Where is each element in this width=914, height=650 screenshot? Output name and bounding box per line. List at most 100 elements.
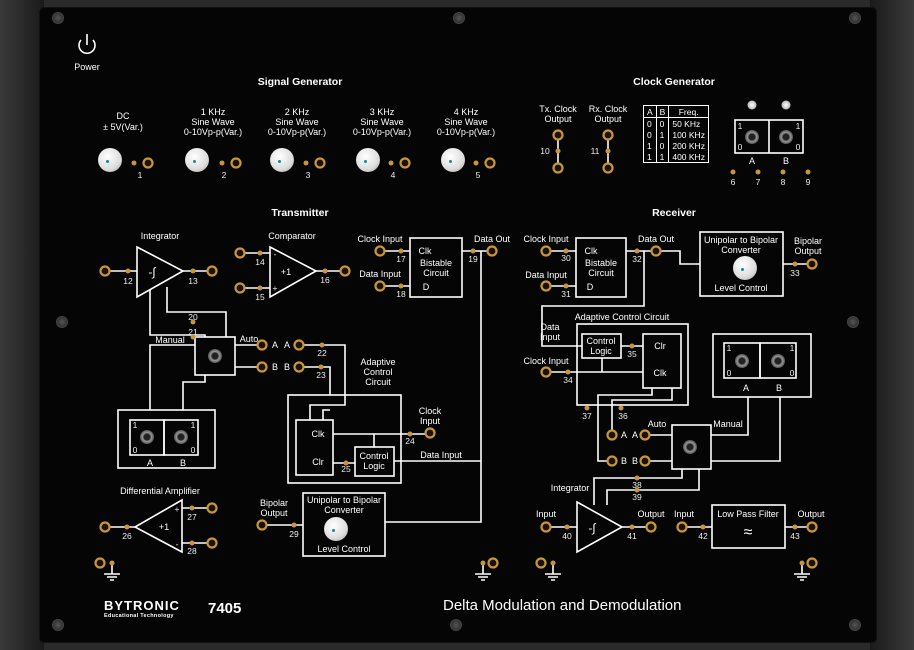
socket[interactable] [230, 157, 242, 169]
socket[interactable] [293, 339, 305, 351]
socket[interactable] [676, 521, 688, 533]
socket[interactable] [339, 265, 351, 277]
test-point[interactable] [629, 524, 635, 530]
socket[interactable] [234, 247, 246, 259]
test-point[interactable] [322, 268, 328, 274]
test-point[interactable] [219, 160, 225, 166]
test-point[interactable] [755, 169, 761, 175]
test-point[interactable] [634, 475, 640, 481]
socket[interactable] [256, 361, 268, 373]
test-point[interactable] [343, 460, 349, 466]
test-point[interactable] [780, 169, 786, 175]
socket[interactable] [94, 557, 106, 569]
socket[interactable] [540, 245, 552, 257]
tx-toggle-b[interactable] [174, 430, 188, 444]
socket[interactable] [399, 157, 411, 169]
socket[interactable] [806, 521, 818, 533]
test-point[interactable] [125, 268, 131, 274]
test-point[interactable] [563, 283, 569, 289]
test-point[interactable] [565, 369, 571, 375]
2khz-amplitude-knob[interactable] [270, 148, 294, 172]
rx-toggle-b[interactable] [771, 354, 785, 368]
test-point[interactable] [634, 248, 640, 254]
clock-toggle-b[interactable] [779, 130, 793, 144]
socket[interactable] [486, 245, 498, 257]
socket[interactable] [639, 429, 651, 441]
test-point[interactable] [792, 524, 798, 530]
test-point[interactable] [730, 169, 736, 175]
4khz-amplitude-knob[interactable] [441, 148, 465, 172]
tx-toggle-a[interactable] [140, 430, 154, 444]
rx-toggle-a[interactable] [735, 354, 749, 368]
socket[interactable] [374, 280, 386, 292]
test-point[interactable] [605, 148, 611, 154]
socket[interactable] [606, 455, 618, 467]
socket[interactable] [535, 557, 547, 569]
rx-level-control-knob[interactable] [733, 256, 757, 280]
socket[interactable] [806, 258, 818, 270]
rx-mode-toggle[interactable] [683, 440, 697, 454]
test-point[interactable] [584, 405, 590, 411]
test-point[interactable] [618, 405, 624, 411]
socket[interactable] [606, 429, 618, 441]
socket[interactable] [602, 129, 614, 141]
test-point[interactable] [805, 169, 811, 175]
test-point[interactable] [303, 160, 309, 166]
socket[interactable] [540, 280, 552, 292]
socket[interactable] [256, 339, 268, 351]
test-point[interactable] [190, 268, 196, 274]
socket[interactable] [99, 265, 111, 277]
test-point[interactable] [470, 248, 476, 254]
power-icon[interactable] [78, 34, 96, 55]
socket[interactable] [256, 519, 268, 531]
socket[interactable] [552, 129, 564, 141]
test-point[interactable] [124, 524, 130, 530]
test-point[interactable] [700, 524, 706, 530]
test-point[interactable] [189, 540, 195, 546]
test-point[interactable] [257, 285, 263, 291]
test-point[interactable] [398, 248, 404, 254]
socket[interactable] [206, 265, 218, 277]
socket[interactable] [206, 502, 218, 514]
socket[interactable] [293, 361, 305, 373]
socket[interactable] [645, 521, 657, 533]
test-point[interactable] [318, 364, 324, 370]
test-point[interactable] [388, 160, 394, 166]
socket[interactable] [424, 427, 436, 439]
socket[interactable] [374, 245, 386, 257]
socket[interactable] [206, 537, 218, 549]
socket[interactable] [314, 157, 326, 169]
clock-toggle-a[interactable] [745, 130, 759, 144]
test-point[interactable] [319, 342, 325, 348]
socket[interactable] [540, 521, 552, 533]
test-point[interactable] [550, 560, 556, 566]
tx-level-control-knob[interactable] [324, 517, 348, 541]
test-point[interactable] [407, 431, 413, 437]
test-point[interactable] [291, 522, 297, 528]
socket[interactable] [639, 455, 651, 467]
socket[interactable] [602, 162, 614, 174]
socket[interactable] [234, 282, 246, 294]
test-point[interactable] [563, 248, 569, 254]
socket[interactable] [487, 557, 499, 569]
3khz-amplitude-knob[interactable] [356, 148, 380, 172]
test-point[interactable] [480, 560, 486, 566]
test-point[interactable] [792, 261, 798, 267]
test-point[interactable] [555, 148, 561, 154]
test-point[interactable] [473, 160, 479, 166]
socket[interactable] [99, 521, 111, 533]
test-point[interactable] [190, 334, 196, 340]
test-point[interactable] [109, 560, 115, 566]
socket[interactable] [142, 157, 154, 169]
tx-mode-toggle[interactable] [208, 349, 222, 363]
test-point[interactable] [564, 524, 570, 530]
socket[interactable] [552, 162, 564, 174]
test-point[interactable] [189, 505, 195, 511]
socket[interactable] [540, 366, 552, 378]
1khz-amplitude-knob[interactable] [185, 148, 209, 172]
socket[interactable] [650, 245, 662, 257]
test-point[interactable] [131, 160, 137, 166]
socket[interactable] [806, 557, 818, 569]
test-point[interactable] [799, 560, 805, 566]
test-point[interactable] [190, 319, 196, 325]
